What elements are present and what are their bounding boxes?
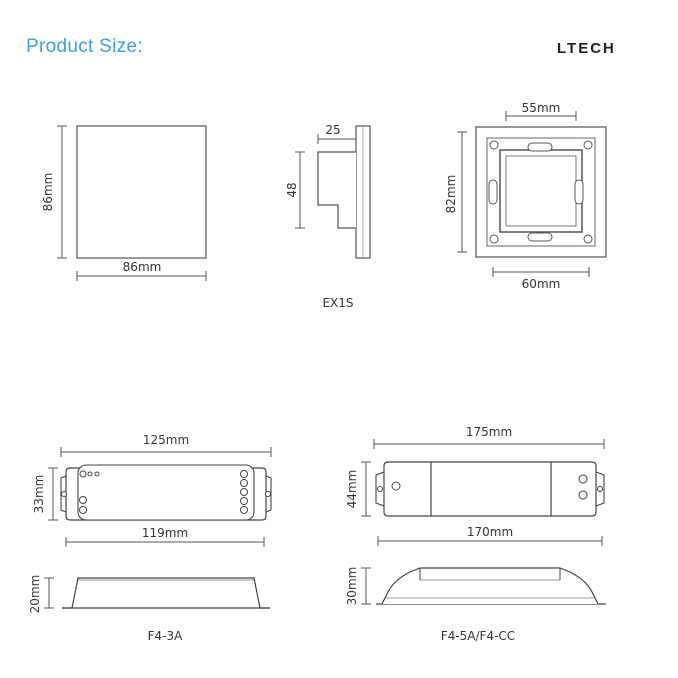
f4-3a-side-view: 20mm F4-3A: [28, 575, 270, 643]
f4-5a-model-label: F4-5A/F4-CC: [441, 629, 515, 643]
f4-3a-height-label: 33mm: [32, 475, 46, 514]
ex1s-side-depth-label: 25: [325, 123, 340, 137]
ex1s-front-width-label: 86mm: [123, 260, 162, 274]
f4-5a-side-view: 30mm F4-5A/F4-CC: [345, 567, 606, 643]
page-title: Product Size:: [26, 36, 143, 57]
f4-3a-thickness-label: 20mm: [28, 575, 42, 614]
ex1s-back-height-label: 82mm: [444, 175, 458, 214]
f4-3a-model-label: F4-3A: [148, 629, 184, 643]
ex1s-back-inner-width-label: 55mm: [522, 101, 561, 115]
ex1s-front-view: 86mm 86mm: [41, 125, 207, 281]
f4-5a-thickness-label: 30mm: [345, 567, 359, 606]
ex1s-side-height-label: 48: [285, 182, 299, 197]
f4-5a-overall-length-label: 175mm: [466, 425, 512, 439]
ex1s-back-view: 55mm 82mm 60mm: [444, 101, 607, 291]
f4-5a-height-label: 44mm: [345, 470, 359, 509]
ex1s-front-height-label: 86mm: [41, 173, 55, 212]
f4-5a-top-view: 175mm 44mm 170mm: [345, 425, 605, 546]
ex1s-side-view: 25 48 EX1S: [285, 123, 371, 310]
ex1s-model-label: EX1S: [322, 296, 353, 310]
f4-3a-top-view: 125mm 33mm 119mm: [32, 433, 272, 547]
f4-3a-mount-length-label: 119mm: [142, 526, 188, 540]
f4-3a-overall-length-label: 125mm: [143, 433, 189, 447]
brand-logo: LTECH: [557, 40, 616, 57]
f4-5a-mount-length-label: 170mm: [467, 525, 513, 539]
ex1s-back-width-label: 60mm: [522, 277, 561, 291]
